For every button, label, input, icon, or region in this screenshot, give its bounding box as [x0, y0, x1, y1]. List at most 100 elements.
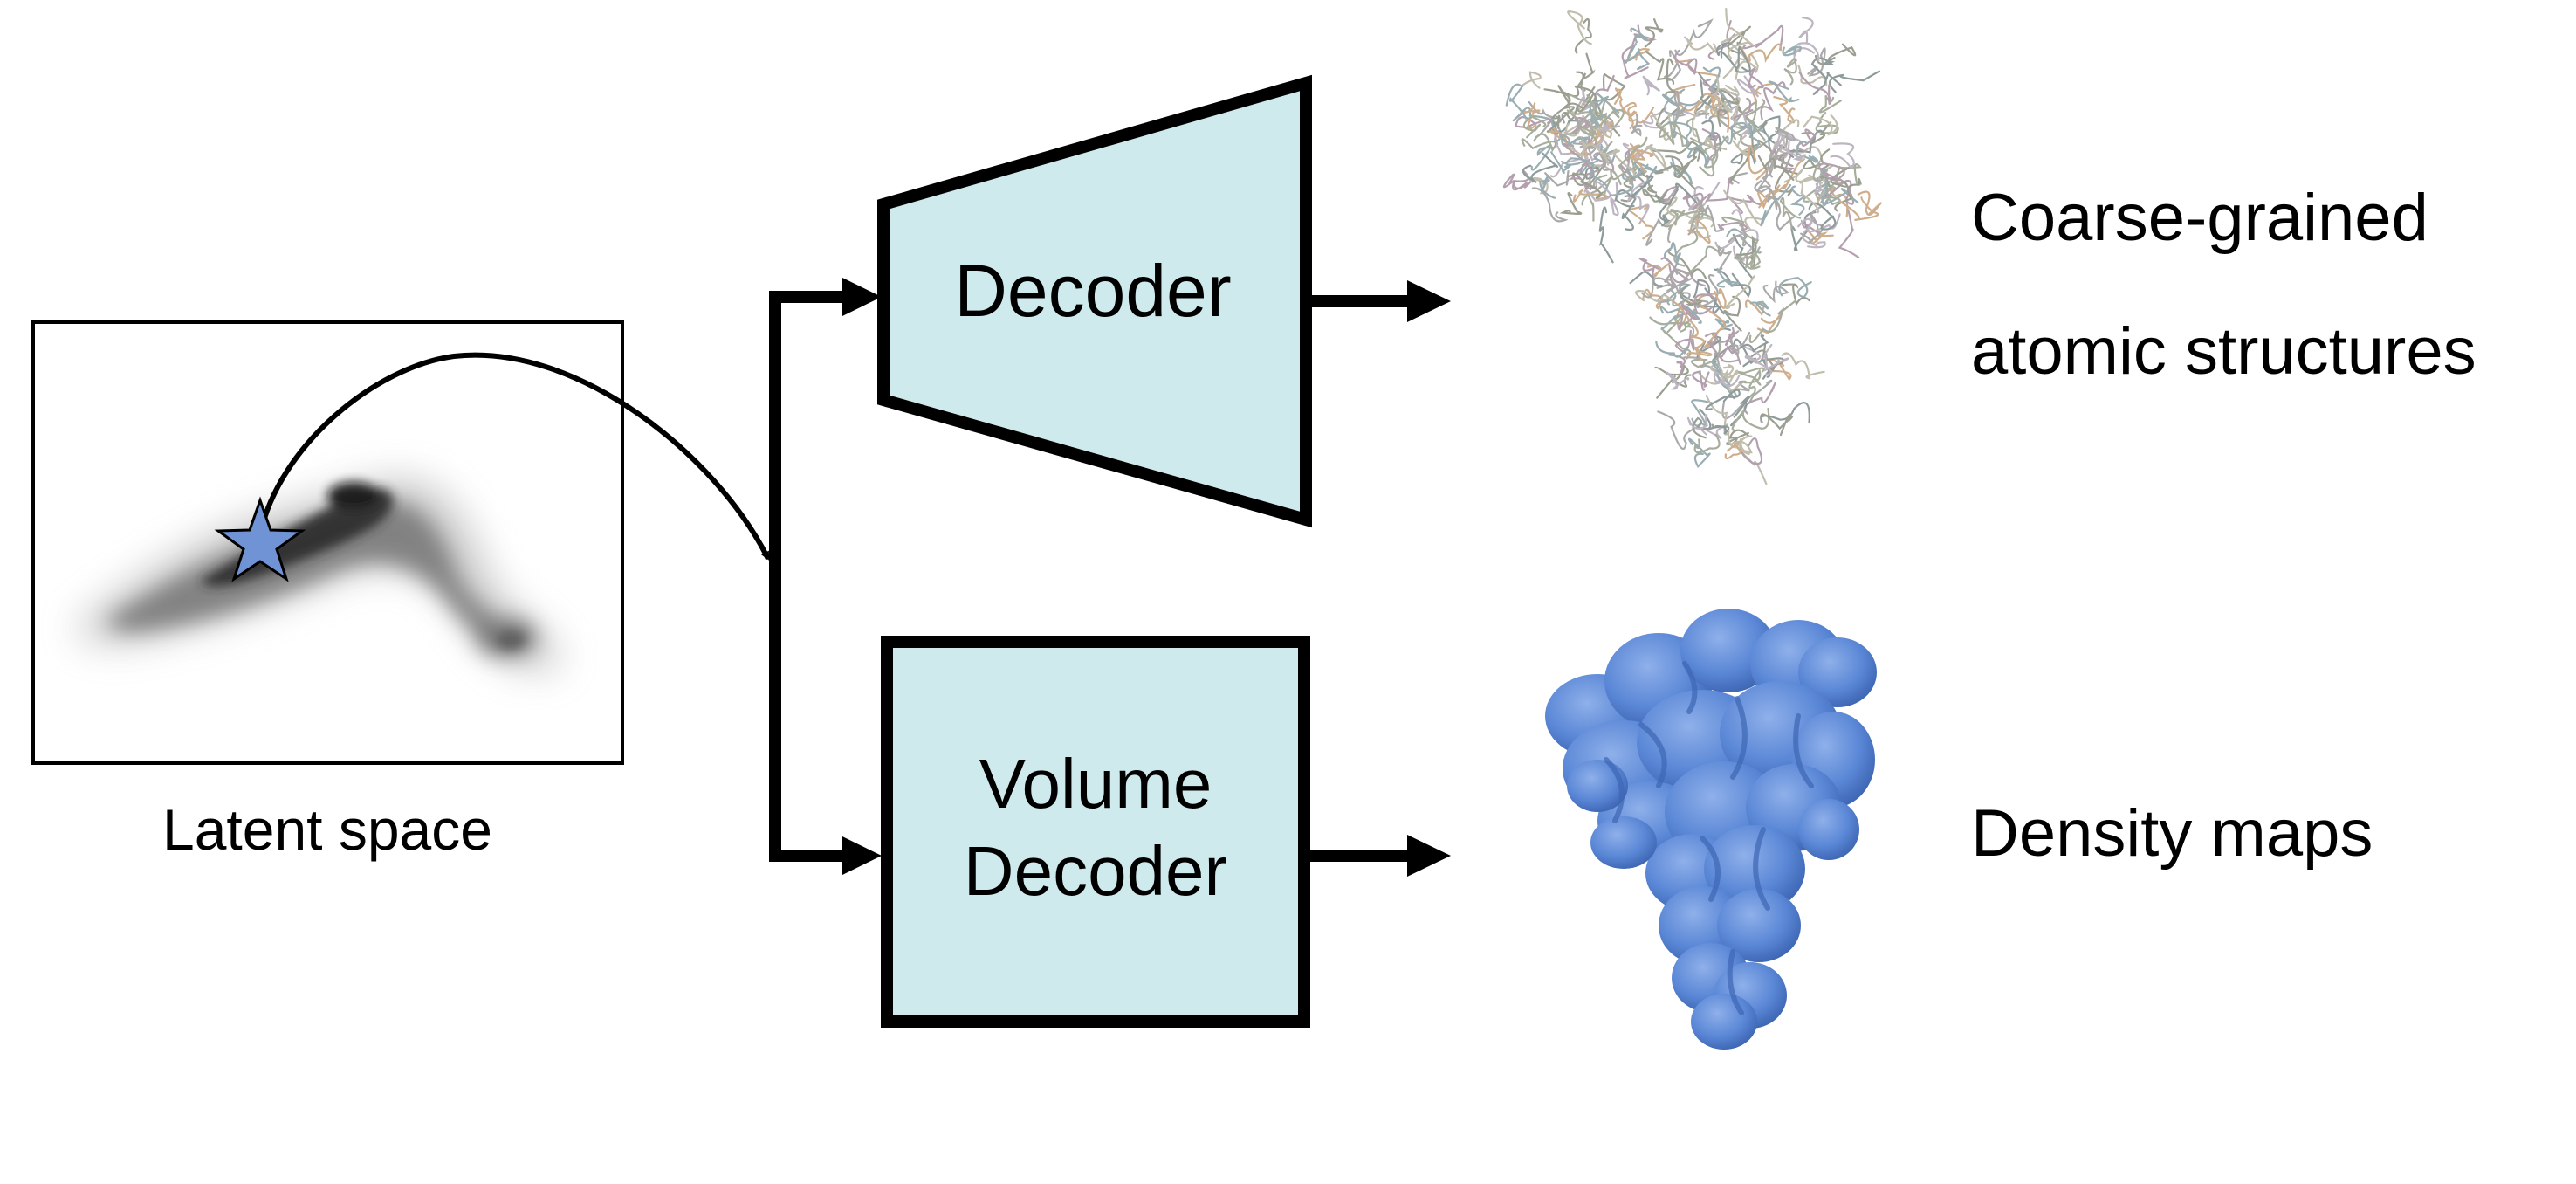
ribbon-strand	[1717, 245, 1733, 273]
density-crevice	[1727, 949, 1744, 1015]
ribbon-strand	[1642, 188, 1668, 203]
ribbon-strand	[1629, 271, 1663, 288]
ribbon-strand	[1726, 194, 1766, 214]
ribbon-strand	[1762, 280, 1789, 304]
ribbon-strand	[1782, 283, 1810, 306]
ribbon-strand	[1714, 318, 1733, 328]
density-crevice	[1638, 722, 1667, 788]
ribbon-strand	[1711, 338, 1756, 368]
arrow-to-decoder	[842, 278, 882, 316]
ribbon-strand	[1798, 176, 1820, 214]
ribbon-strand	[1724, 441, 1741, 460]
ribbon-strand	[1803, 148, 1831, 170]
ribbon-strand	[1674, 18, 1714, 56]
ribbon-strand	[1666, 371, 1690, 390]
ribbon-strand	[1628, 107, 1655, 124]
ribbon-strand	[1702, 66, 1732, 108]
density-map-icon	[1545, 609, 1877, 1050]
ribbon-strand	[1557, 71, 1584, 104]
density-crevice	[1682, 661, 1698, 714]
volume-decoder-label-line1: Volume	[979, 745, 1212, 823]
ribbon-strand	[1588, 108, 1607, 127]
ribbon-strand	[1635, 290, 1673, 303]
ribbon-strand	[1764, 196, 1795, 231]
ribbon-strand	[1677, 301, 1700, 331]
ribbon-strand	[1626, 182, 1650, 225]
ribbon-strand	[1646, 261, 1672, 279]
ribbon-strand	[1746, 246, 1762, 270]
density-crevice	[1753, 827, 1770, 911]
ribbon-strand	[1687, 437, 1711, 469]
ribbon-strand	[1561, 102, 1584, 124]
ribbon-strand	[1726, 429, 1750, 445]
ribbon-strand	[1574, 17, 1592, 54]
ribbon-strand	[1663, 242, 1681, 279]
latent-space-panel: Latent space	[31, 320, 771, 862]
ribbon-strand	[1775, 127, 1796, 148]
ribbon-strand	[1531, 187, 1569, 223]
ribbon-strand	[1830, 142, 1855, 170]
ribbon-strand	[1755, 174, 1778, 210]
ribbon-strand	[1768, 80, 1800, 103]
ribbon-strand	[1645, 217, 1673, 246]
ribbon-strand	[1580, 52, 1596, 92]
density-blob	[1590, 816, 1657, 869]
ribbon-strand	[1834, 177, 1862, 212]
ribbon-strand	[1543, 88, 1571, 129]
ribbon-strand	[1710, 361, 1735, 399]
ribbon-strand	[1748, 299, 1796, 343]
ribbon-strand	[1796, 141, 1819, 163]
ribbon-strand	[1709, 362, 1732, 385]
ribbon-strand	[1662, 209, 1685, 226]
density-blob	[1567, 760, 1628, 812]
ribbon-strand	[1698, 364, 1735, 385]
ribbon-strand	[1743, 368, 1762, 404]
ribbon-strand	[1671, 155, 1693, 185]
ribbon-strand	[1761, 359, 1792, 382]
ribbon-strand	[1798, 17, 1814, 45]
ribbon-strand	[1716, 267, 1740, 288]
ribbon-strand	[1572, 188, 1608, 203]
ribbon-strand	[1649, 316, 1695, 339]
ribbon-strand	[1762, 343, 1789, 372]
ribbon-strand	[1812, 160, 1829, 182]
ribbon-strand	[1618, 136, 1648, 185]
ribbon-strand	[1705, 389, 1741, 410]
decoder-block: Decoder	[877, 74, 1312, 528]
ribbon-strand	[1717, 97, 1740, 127]
ribbon-strand	[1724, 368, 1741, 391]
ribbon-strand	[1569, 158, 1597, 189]
ribbon-strand	[1667, 248, 1707, 279]
ribbon-strand	[1769, 151, 1790, 178]
ribbon-strand	[1760, 183, 1792, 227]
ribbon-strand	[1673, 148, 1705, 189]
arrow-to-density-maps	[1407, 835, 1451, 877]
ribbon-strand	[1762, 357, 1785, 380]
ribbon-strand	[1641, 277, 1694, 299]
ribbon-strand	[1692, 105, 1722, 137]
ribbon-strand	[1736, 367, 1765, 386]
ribbon-strand	[1838, 209, 1860, 258]
ribbon-strand	[1522, 152, 1559, 183]
ribbon-strand	[1716, 41, 1737, 69]
ribbon-strand	[1665, 58, 1682, 96]
ribbon-strand	[1728, 330, 1751, 355]
ribbon-strand	[1515, 116, 1552, 129]
ribbon-strand	[1565, 157, 1608, 189]
ribbon-strand	[1674, 57, 1721, 78]
coarse-grained-label-line1: Coarse-grained	[1971, 181, 2428, 255]
ribbon-strand	[1672, 299, 1705, 349]
ribbon-strand	[1722, 121, 1753, 145]
ribbon-strand	[1625, 48, 1651, 71]
coarse-grained-label-line2: atomic structures	[1971, 314, 2476, 389]
arrow-to-volume-decoder	[842, 836, 882, 875]
ribbon-strand	[1699, 408, 1730, 435]
ribbon-strand	[1613, 87, 1632, 119]
ribbon-strand	[1654, 161, 1691, 175]
ribbon-strand	[1725, 7, 1754, 59]
density-blob	[1691, 994, 1757, 1050]
ribbon-strand	[1783, 56, 1797, 86]
ribbon-strand	[1797, 64, 1828, 86]
ribbon-strand	[1821, 188, 1859, 207]
density-blob	[1798, 799, 1859, 860]
